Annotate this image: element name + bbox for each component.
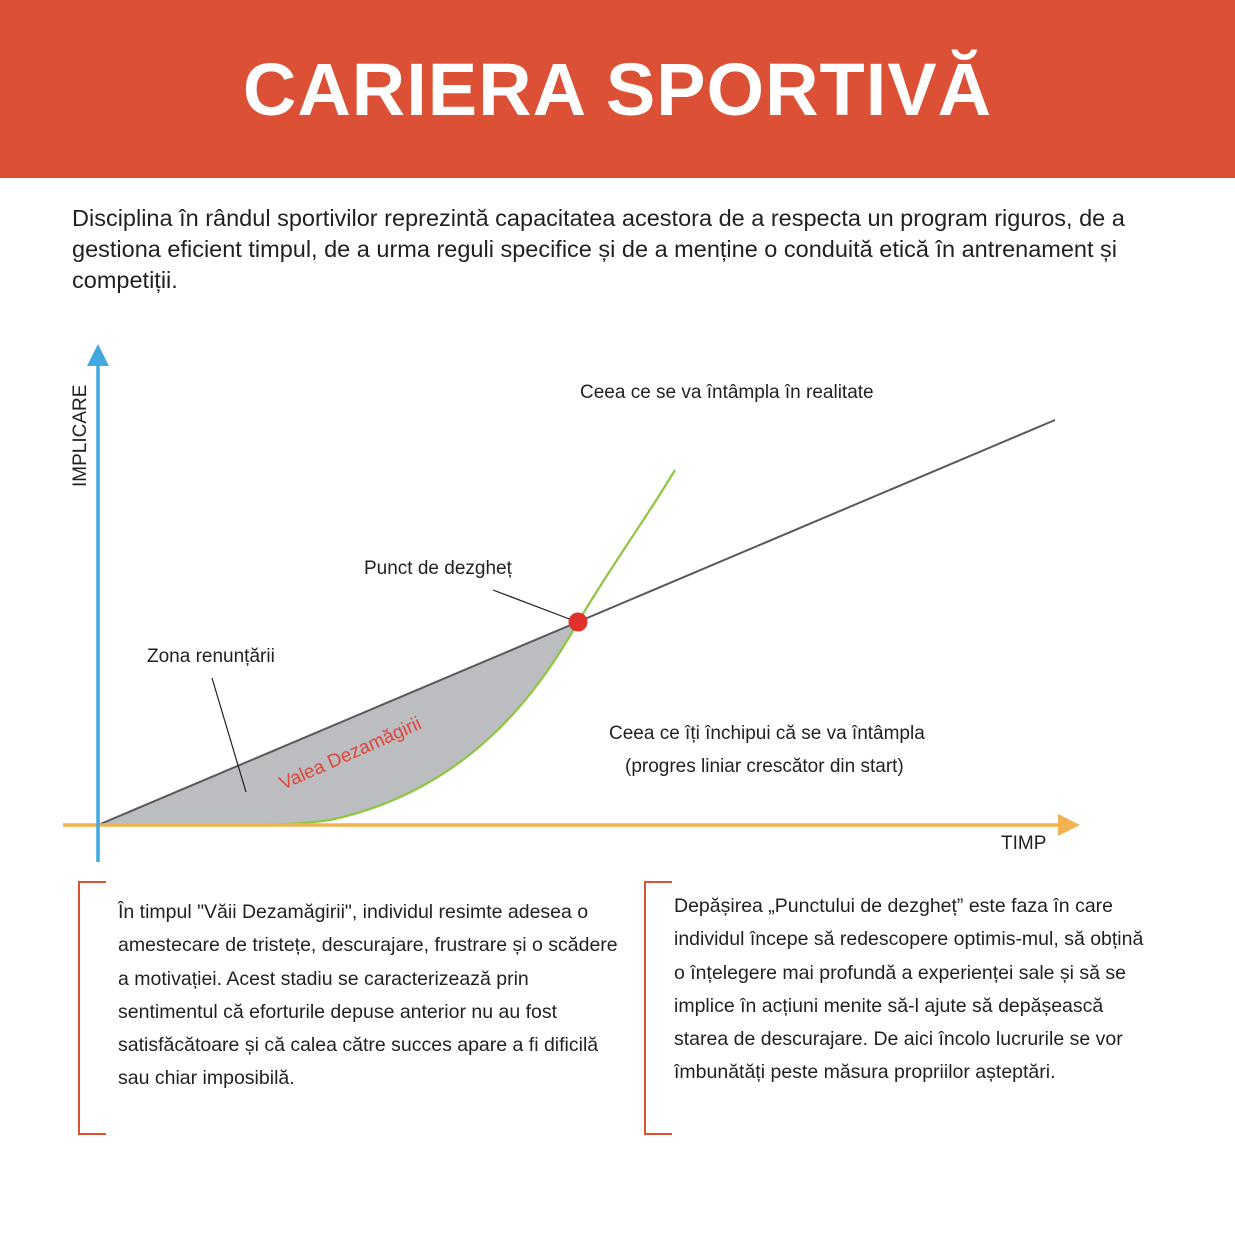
reality-label: Ceea ce se va întâmpla în realitate <box>580 382 874 403</box>
header-banner: CARIERA SPORTIVĂ <box>0 0 1235 178</box>
right-box-text: Depășirea „Punctului de dezgheț” este fa… <box>674 895 1144 1084</box>
intro-paragraph: Disciplina în rândul sportivilor reprezi… <box>72 205 1125 293</box>
imagined-label-line1: Ceea ce îți închipui că se va întâmpla <box>609 723 925 744</box>
x-axis-arrowhead <box>1058 814 1080 836</box>
giveup-zone-pointer <box>211 677 247 793</box>
x-axis-label: TIMP <box>1001 833 1046 854</box>
page-title: CARIERA SPORTIVĂ <box>242 47 993 131</box>
left-box-bracket <box>78 881 108 1135</box>
y-axis-arrowhead <box>87 344 109 366</box>
imagined-label-line2: (progres liniar crescător din start) <box>625 756 904 777</box>
left-box-text: În timpul "Văii Dezamăgirii", individul … <box>118 901 618 1090</box>
y-axis-label: IMPLICARE <box>70 385 91 487</box>
right-box-bracket <box>644 881 674 1135</box>
thaw-point-pointer <box>492 589 573 621</box>
thaw-point-marker <box>568 612 588 632</box>
giveup-zone-label: Zona renunțării <box>147 646 275 667</box>
thaw-point-label: Punct de dezgheț <box>364 558 513 579</box>
